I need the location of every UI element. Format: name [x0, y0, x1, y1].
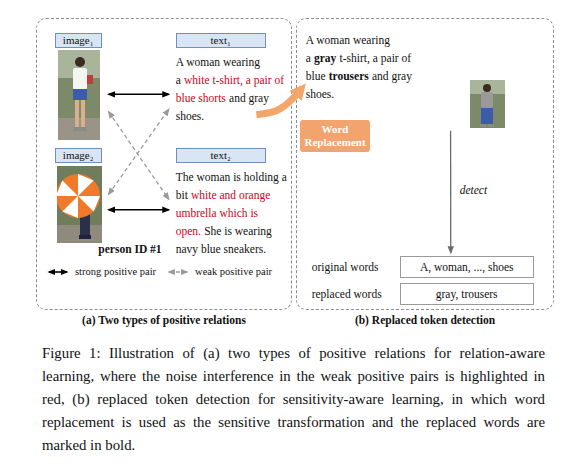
sample-box: A woman wearing agrayt-shirt, a pair of … — [306, 30, 513, 128]
photo-background — [470, 80, 505, 128]
person-photo — [58, 50, 100, 140]
person-shirt — [481, 92, 493, 108]
person-shoe — [74, 127, 80, 131]
person-photo — [470, 80, 505, 128]
node-text: image₁ — [55, 33, 102, 48]
photo-background — [58, 50, 100, 140]
strong-connector — [109, 209, 169, 211]
person-shorts — [73, 89, 87, 100]
legend-line — [49, 271, 67, 273]
person-leg — [81, 100, 85, 127]
transform-box: Word Replacement — [300, 120, 370, 152]
person-shoe — [480, 124, 486, 127]
text-box: text₂The woman is holding a bitwhite and… — [176, 148, 288, 245]
box-header: text₂ — [176, 148, 266, 163]
legend-entry: weak positive pair — [164, 266, 272, 277]
umbrella-photo — [57, 166, 102, 243]
legend-entry: strong positive pair — [44, 266, 156, 277]
node-text: A, woman, ..., shoes — [400, 256, 534, 278]
umbrella-panel — [57, 174, 100, 218]
box-header: text₁ — [176, 33, 266, 48]
legend-text: strong positive pair — [75, 266, 156, 277]
image-box: image₁ — [55, 33, 102, 143]
person-shoe — [80, 127, 86, 131]
person-shirt — [73, 68, 87, 90]
photo-background — [57, 166, 102, 243]
person-shoe — [488, 124, 494, 127]
person-leg — [75, 100, 79, 127]
node-text: Word Replacement — [300, 123, 370, 149]
weak-connector — [109, 112, 169, 199]
node-text: gray — [314, 52, 336, 64]
legend-sample — [44, 267, 72, 277]
person-trousers — [481, 108, 493, 124]
panel-box: (b) Replaced token detectionA woman wear… — [296, 18, 554, 310]
node-text: gray, trousers — [400, 283, 534, 305]
word-list: original wordsA, woman, ..., shoes — [312, 256, 540, 278]
detect-connector — [450, 131, 451, 253]
legend-sample — [164, 267, 192, 277]
photo-ground — [57, 225, 102, 243]
photo-background — [470, 80, 505, 94]
word-list: replaced wordsgray, trousers — [312, 283, 540, 305]
legend-text: weak positive pair — [195, 266, 272, 277]
umbrella — [57, 174, 100, 218]
legend-line — [169, 271, 187, 272]
text-box: text₁A woman wearing awhite t-shirt, a p… — [176, 33, 288, 112]
person-head — [75, 57, 85, 67]
weak-connector — [109, 109, 169, 194]
person-head — [483, 84, 491, 92]
strong-connector — [109, 93, 169, 95]
image-box: image₂ — [55, 148, 102, 245]
person-shoe — [79, 235, 91, 239]
person-bag — [87, 75, 93, 84]
figure-caption: Figure 1: Illustration of (a) two types … — [42, 342, 545, 457]
node-text: original words — [312, 256, 396, 278]
node-text: image₂ — [55, 148, 102, 163]
legend: strong positive pair weak positive pair — [44, 266, 272, 277]
edge-label: detect — [460, 184, 487, 196]
node-text: (a) Two types of positive relations — [17, 314, 311, 326]
node-text: trousers — [329, 70, 369, 82]
node-text: replaced words — [312, 283, 396, 305]
group-label: person ID #1 — [85, 243, 175, 255]
node-text: (b) Replaced token detection — [277, 314, 571, 326]
